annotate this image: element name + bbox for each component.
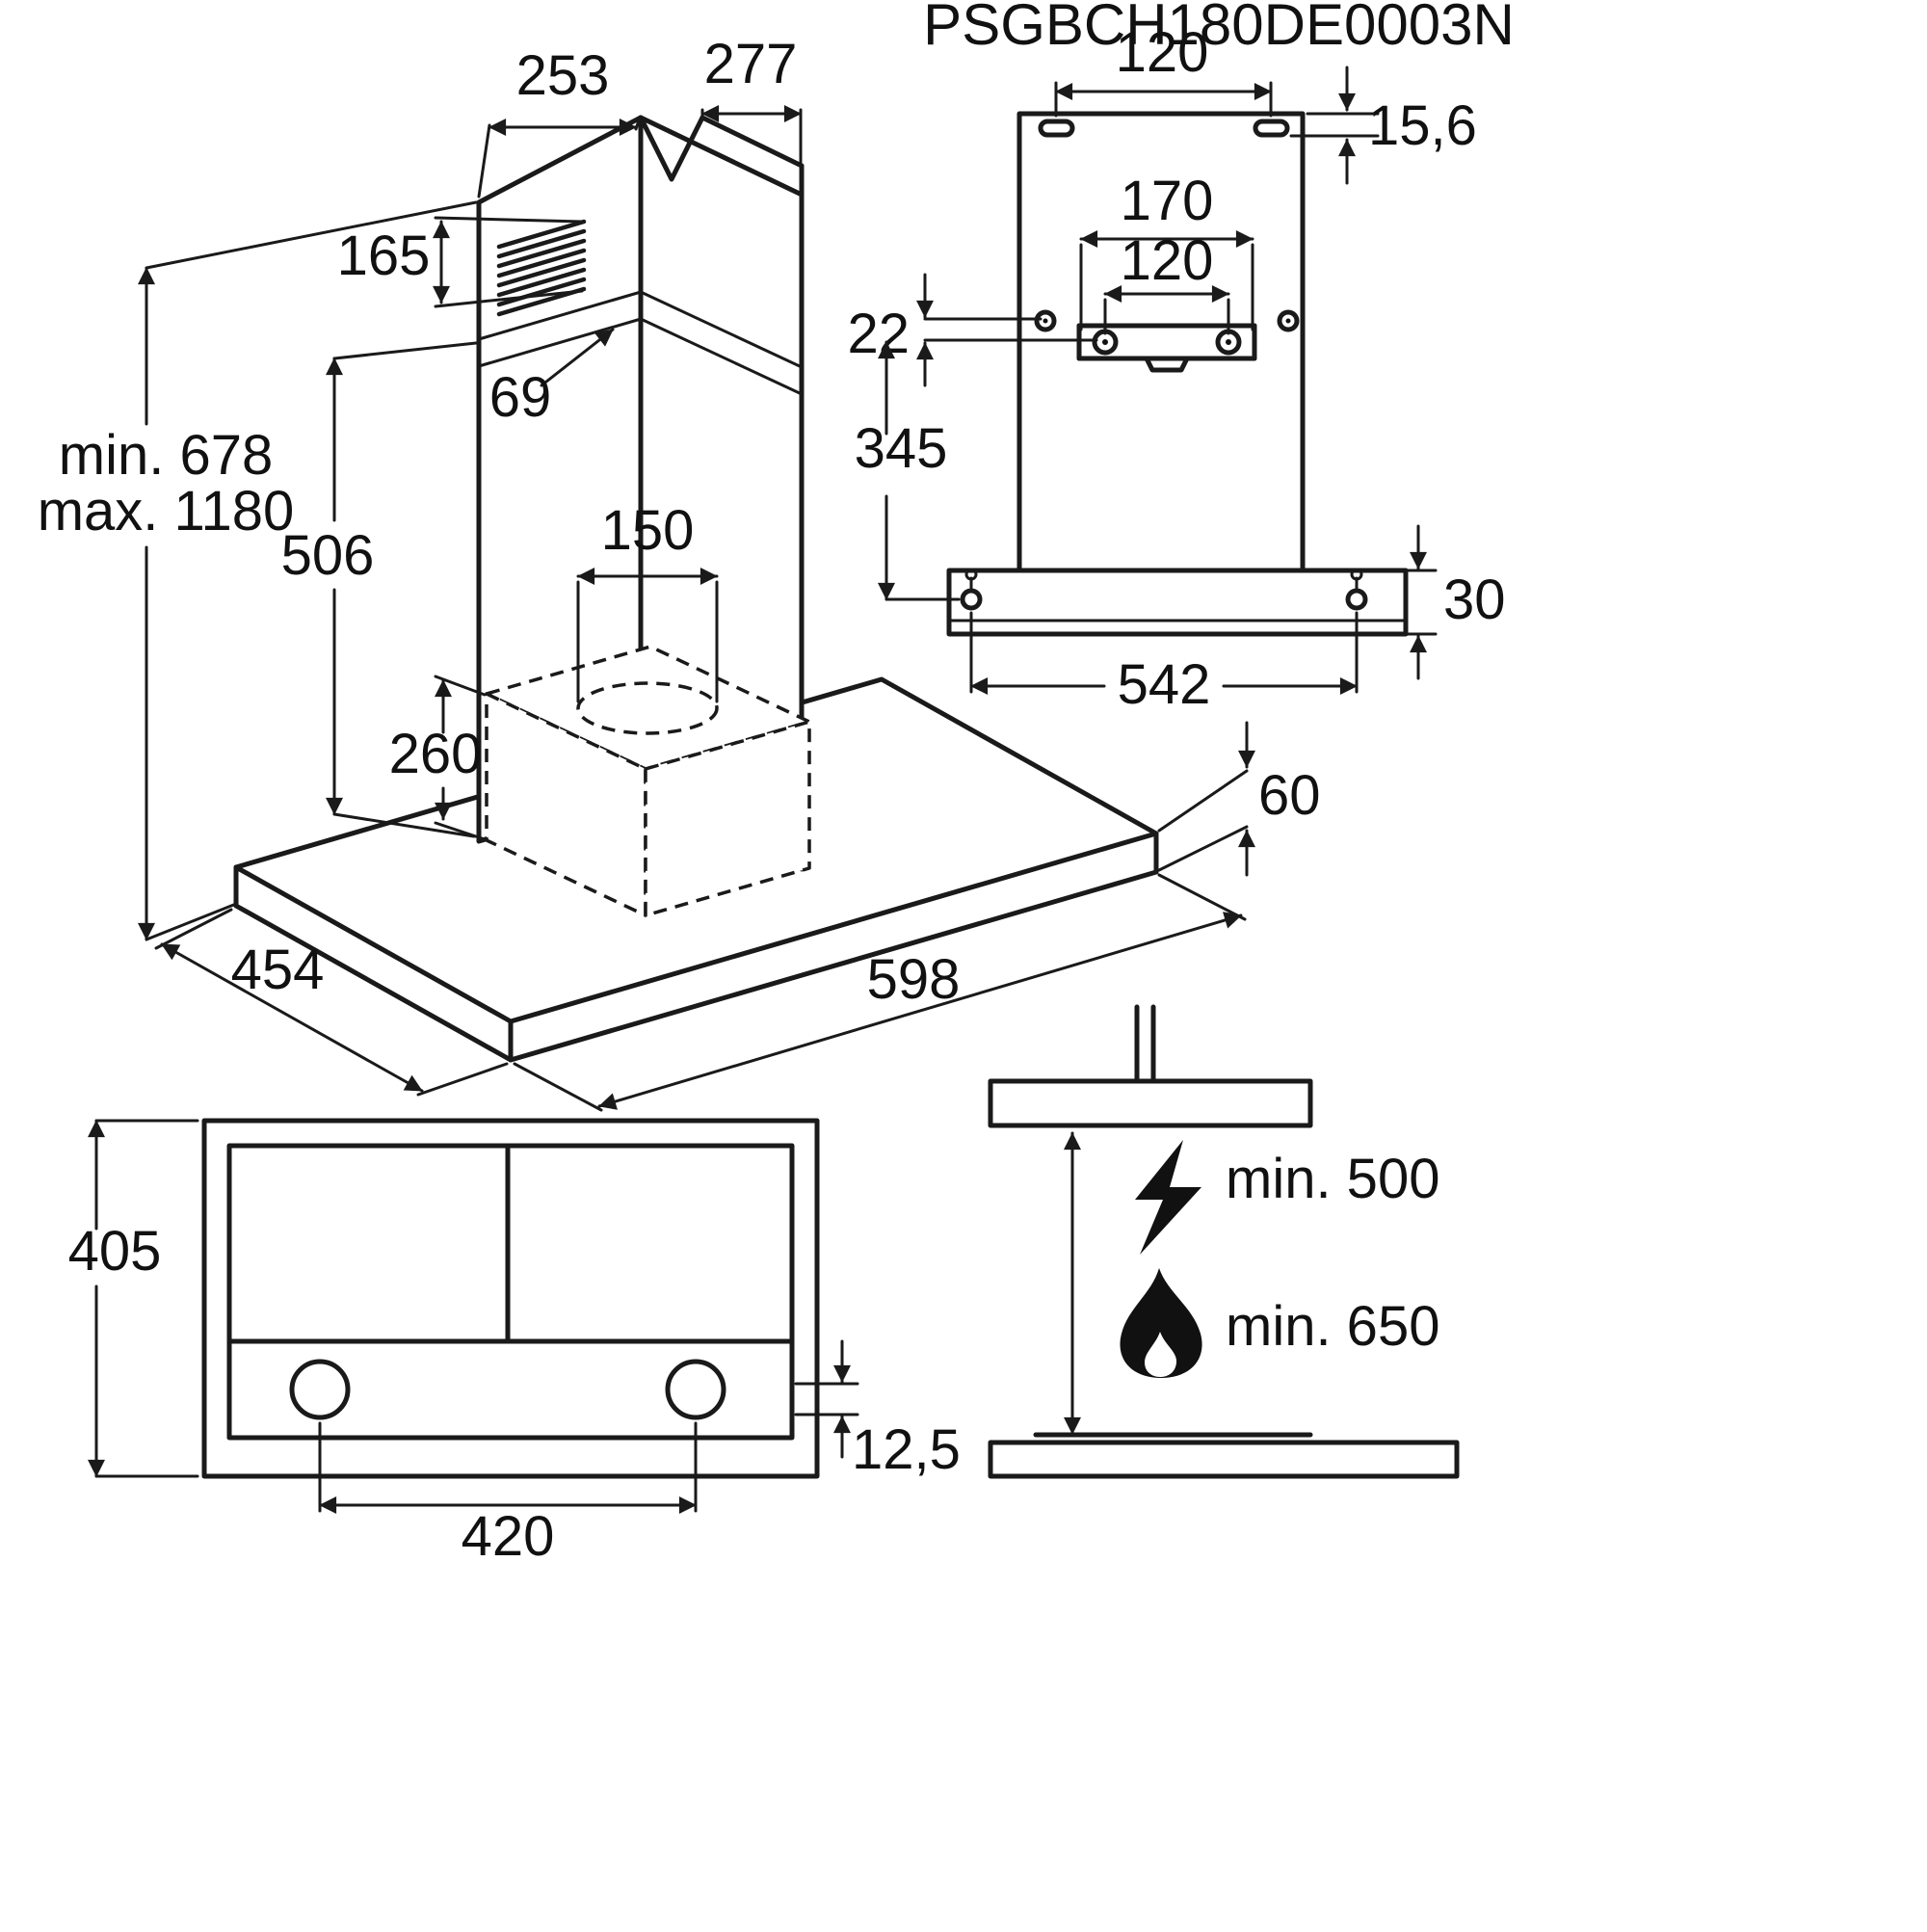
dim-12-5-label: 12,5 — [852, 1418, 961, 1481]
dim-69: 69 — [489, 328, 615, 429]
wall-plug-left — [1034, 309, 1057, 332]
dim-height-max-label: max. 1180 — [38, 480, 295, 543]
electric-clearance-label: min. 500 — [1226, 1148, 1439, 1210]
dim-15-6: 15,6 — [1289, 66, 1477, 185]
dim-mount-height: min. 678 max. 1180 — [38, 200, 478, 941]
dim-345-label: 345 — [855, 417, 948, 480]
dim-598-label: 598 — [867, 948, 961, 1011]
chimney-seam-upper — [477, 290, 804, 369]
bracket-notch — [1144, 356, 1190, 373]
dim-170-label: 170 — [1121, 170, 1214, 232]
dim-30-label: 30 — [1443, 569, 1506, 631]
dim-506-label: 506 — [281, 524, 375, 587]
dim-30: 30 — [1406, 524, 1506, 680]
lightning-bolt-icon — [1135, 1140, 1201, 1255]
chimney-top-notch — [638, 115, 705, 182]
dim-22-label: 22 — [847, 303, 910, 365]
front-view: PSGBCH180DE0003N — [847, 0, 1514, 716]
dim-165-label: 165 — [337, 225, 431, 287]
worktop-slab — [988, 1440, 1460, 1479]
bottom-inner-frame — [226, 1143, 795, 1441]
lamp-hole-left — [289, 1359, 351, 1420]
dim-170: 170 — [1079, 170, 1254, 331]
dim-60-label: 60 — [1258, 764, 1321, 827]
dim-120-top: 120 — [1054, 21, 1273, 118]
dim-12-5: 12,5 — [794, 1339, 961, 1481]
isometric-view: 253 277 165 69 min. 678 max. 1180 — [38, 33, 1321, 1112]
dim-22: 22 — [847, 273, 1098, 387]
dim-598: 598 — [513, 873, 1247, 1112]
dim-454: 454 — [154, 908, 509, 1097]
dim-150-label: 150 — [601, 499, 695, 562]
dim-277: 277 — [700, 33, 803, 166]
dim-454-label: 454 — [231, 939, 325, 1001]
dim-542-label: 542 — [1118, 653, 1211, 716]
dim-height-min-label: min. 678 — [59, 424, 273, 487]
wall-plug-right — [1277, 309, 1300, 332]
flame-icon — [1120, 1268, 1202, 1378]
dim-277-label: 277 — [704, 33, 798, 95]
dim-253: 253 — [477, 44, 642, 198]
bottom-outline — [201, 1118, 820, 1479]
chimney-seam-lower — [477, 317, 804, 396]
dim-542: 542 — [969, 611, 1359, 716]
duct-collar-ellipse — [576, 681, 719, 735]
blower-box-hidden — [485, 645, 811, 917]
lamp-hole-right — [665, 1359, 726, 1420]
dim-120-bracket: 120 — [1103, 229, 1230, 335]
dim-120-top-label: 120 — [1116, 21, 1209, 84]
dim-420: 420 — [318, 1421, 698, 1568]
dim-253-label: 253 — [516, 44, 610, 107]
dim-405: 405 — [68, 1119, 199, 1478]
bottom-view: 405 420 12,5 — [68, 1118, 961, 1568]
dim-506: 506 — [281, 341, 478, 838]
canopy-screw-right — [1345, 568, 1368, 611]
dim-69-label: 69 — [489, 366, 552, 429]
gas-clearance-label: min. 650 — [1226, 1295, 1439, 1358]
dim-60: 60 — [1157, 721, 1321, 877]
clearance-view: min. 500 min. 650 — [988, 1004, 1460, 1479]
mounting-slot-right — [1253, 119, 1290, 138]
dim-260: 260 — [389, 675, 487, 841]
canopy-screw-left — [960, 568, 983, 611]
drawing-code: PSGBCH180DE0003N — [923, 0, 1515, 57]
mounting-slot-left — [1038, 119, 1075, 138]
dim-420-label: 420 — [462, 1505, 555, 1568]
dim-15-6-label: 15,6 — [1368, 94, 1477, 157]
dim-120-bracket-label: 120 — [1121, 229, 1214, 292]
dim-405-label: 405 — [68, 1220, 162, 1283]
canopy-front — [946, 568, 1409, 637]
hood-canopy-side — [988, 1078, 1313, 1128]
mounting-bracket — [1034, 309, 1300, 373]
dim-150: 150 — [576, 499, 719, 703]
dim-345: 345 — [855, 340, 961, 601]
dim-260-label: 260 — [389, 723, 483, 785]
dim-165: 165 — [337, 216, 584, 308]
